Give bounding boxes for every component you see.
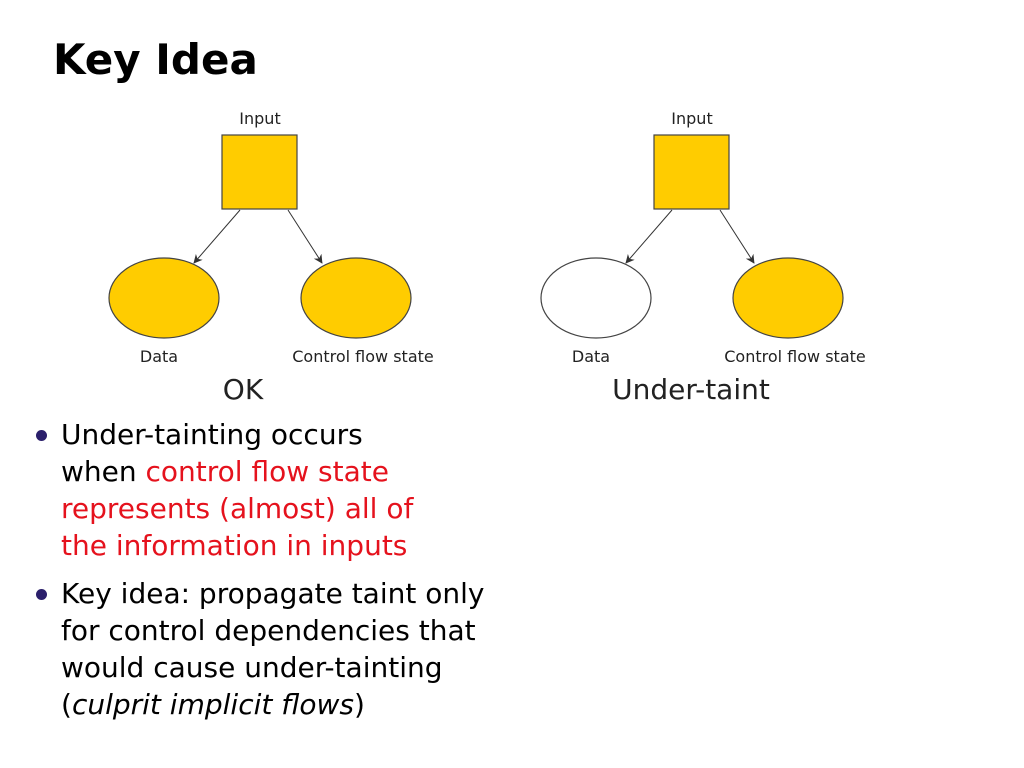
bullet-2-line-3: would cause under-tainting (61, 651, 443, 684)
input-node-right (653, 134, 730, 210)
caption-under-taint: Under-taint (612, 373, 770, 406)
slide-title: Key Idea (53, 35, 258, 84)
bullet-2-line-1: Key idea: propagate taint only (61, 577, 485, 610)
input-label-right: Input (671, 109, 712, 128)
bullet-2-line-4-open: ( (61, 688, 72, 721)
data-node-left (108, 257, 220, 339)
arrow-input-to-control-left (287, 209, 323, 264)
arrow-input-to-data-left (193, 209, 241, 264)
taint-diagram: Input Data Control flow state OK Input D… (108, 109, 866, 406)
data-label-left: Data (140, 347, 178, 366)
control-flow-label-left: Control flow state (292, 347, 434, 366)
bullet-dot-icon (36, 589, 47, 600)
arrow-input-to-control-right (719, 209, 755, 264)
bullet-1-line-2-highlight: control flow state (145, 455, 389, 488)
bullet-2-line-4-close: ) (353, 688, 365, 721)
bullet-1-line-4-highlight: the information in inputs (61, 529, 408, 562)
bullet-list: Under-tainting occurs when control flow … (34, 416, 554, 734)
input-label-left: Input (239, 109, 280, 128)
data-label-right: Data (572, 347, 610, 366)
bullet-1-line-3-highlight: represents (almost) all of (61, 492, 414, 525)
bullet-2-line-2: for control dependencies that (61, 614, 476, 647)
bullet-under-tainting: Under-tainting occurs when control flow … (34, 416, 554, 564)
input-node-left (221, 134, 298, 210)
bullet-dot-icon (36, 430, 47, 441)
control-flow-node-left (300, 257, 412, 339)
bullet-key-idea: Key idea: propagate taint only for contr… (34, 575, 554, 723)
diagram-ok: Input Data Control flow state OK (108, 109, 434, 406)
bullet-2-line-4-italic: culprit implicit flows (71, 688, 354, 721)
bullet-1-line-1: Under-tainting occurs (61, 418, 363, 451)
control-flow-node-right (732, 257, 844, 339)
bullet-1-line-2-plain: when (61, 455, 146, 488)
caption-ok: OK (223, 373, 264, 406)
diagram-under-taint: Input Data Control flow state Under-tain… (540, 109, 866, 406)
data-node-right (540, 257, 652, 339)
arrow-input-to-data-right (625, 209, 673, 264)
control-flow-label-right: Control flow state (724, 347, 866, 366)
